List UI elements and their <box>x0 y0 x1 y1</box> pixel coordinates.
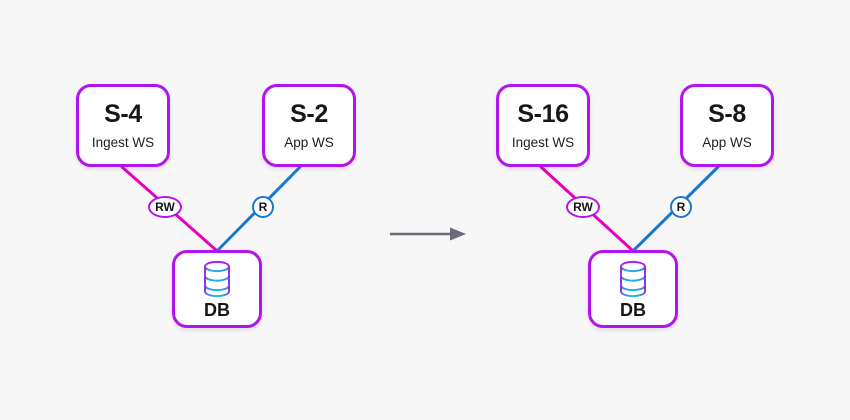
edge-badge-label: R <box>676 200 686 214</box>
database-cylinder-icon <box>204 260 230 297</box>
edge-badge-r-before[interactable]: R <box>252 196 274 218</box>
node-subtitle: App WS <box>702 134 752 150</box>
node-app-ws-after[interactable]: S-8 App WS <box>680 84 774 167</box>
node-db-label: DB <box>620 299 646 320</box>
node-ingest-ws-before[interactable]: S-4 Ingest WS <box>76 84 170 167</box>
edge-badge-r-after[interactable]: R <box>670 196 692 218</box>
node-title: S-4 <box>104 99 142 128</box>
node-db-label: DB <box>204 299 230 320</box>
edge-badge-rw-before[interactable]: RW <box>148 196 182 218</box>
edge-badge-label: RW <box>155 200 175 214</box>
node-app-ws-before[interactable]: S-2 App WS <box>262 84 356 167</box>
edge-badge-rw-after[interactable]: RW <box>566 196 600 218</box>
node-title: S-8 <box>708 99 746 128</box>
node-db-before[interactable]: DB <box>172 250 262 328</box>
node-subtitle: App WS <box>284 134 334 150</box>
node-ingest-ws-after[interactable]: S-16 Ingest WS <box>496 84 590 167</box>
node-title: S-2 <box>290 99 328 128</box>
database-cylinder-icon <box>620 260 646 297</box>
node-subtitle: Ingest WS <box>511 134 575 150</box>
node-subtitle: Ingest WS <box>91 134 155 150</box>
node-db-after[interactable]: DB <box>588 250 678 328</box>
edge-badge-label: RW <box>573 200 593 214</box>
edge-badge-label: R <box>258 200 268 214</box>
node-title: S-16 <box>517 99 569 128</box>
right-arrow-icon <box>390 227 466 241</box>
